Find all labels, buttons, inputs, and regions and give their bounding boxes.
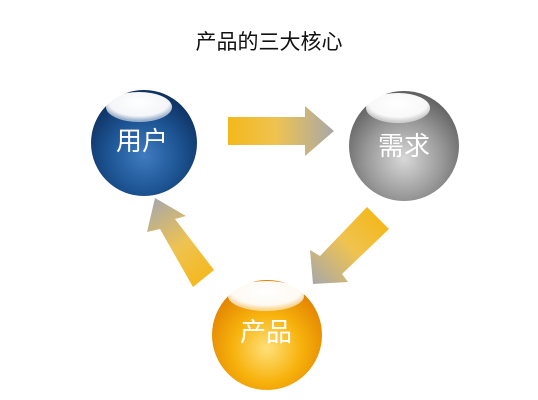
- arrow-user-to-demand: [228, 106, 334, 156]
- node-demand-highlight: [366, 93, 430, 123]
- arrow-product-to-user: [147, 198, 214, 287]
- diagram-title: 产品的三大核心: [195, 30, 343, 54]
- node-user-highlight: [106, 92, 172, 122]
- node-user-label: 用户: [116, 127, 168, 157]
- node-product-highlight: [228, 281, 304, 311]
- node-product: 产品: [212, 280, 322, 390]
- node-product-label: 产品: [240, 318, 292, 348]
- node-product-sphere: [212, 280, 322, 390]
- arrow-demand-to-product: [310, 207, 389, 284]
- node-demand: 需求: [349, 91, 459, 201]
- node-user: 用户: [91, 90, 197, 196]
- node-demand-label: 需求: [378, 132, 430, 162]
